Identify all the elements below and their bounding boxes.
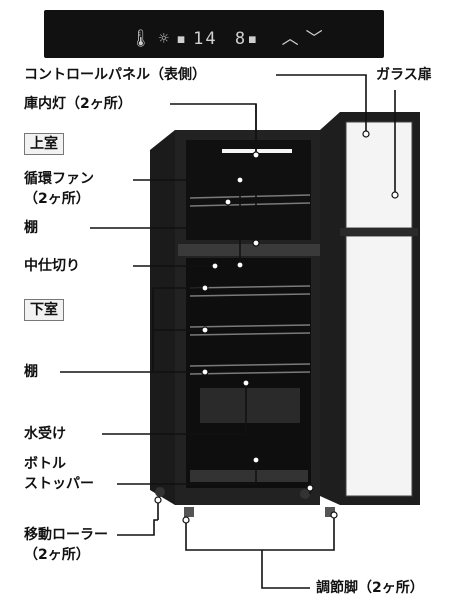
interior-light-1 [222,149,292,153]
drip-tray-base [190,470,308,482]
chevron-down-icon[interactable]: ﹀ [305,29,330,49]
label-rollers-line2: （2ヶ所） [24,547,90,563]
display-left-value: 14 [193,29,218,49]
door-crossbar [340,228,418,236]
label-drip-tray: 水受け [24,426,66,442]
unit-mark-icon: ▪ [175,29,194,49]
glass-door-pane-upper [345,121,413,229]
foot-left [184,507,194,517]
glass-door-pane-lower [345,235,413,497]
callout-dots [154,130,399,524]
shelves [189,194,311,375]
roller-left [155,487,165,497]
label-shelf-upper: 棚 [24,220,38,236]
thermometer-icon[interactable]: 🌡 [130,29,159,49]
divider-panel [178,244,320,256]
label-fan-line2: （2ヶ所） [24,191,90,207]
control-panel-display: 🌡☼▪14 8▪ ︿﹀ [44,10,384,58]
unit-mark-icon: ▪ [247,29,265,49]
label-divider: 中仕切り [24,258,80,274]
light-icon[interactable]: ☼ [158,29,176,49]
label-rollers-line1: 移動ローラー [24,527,108,543]
label-interior-light: 庫内灯（2ヶ所） [24,96,132,112]
panel-readout: 🌡☼▪14 8▪ ︿﹀ [130,24,330,49]
label-shelf-lower: 棚 [24,364,38,380]
label-lower-room: 下室 [24,299,64,321]
label-fan-line1: 循環ファン [24,171,94,187]
callout-lines [60,74,396,589]
chevron-up-icon[interactable]: ︿ [281,29,306,49]
upper-chamber [186,140,311,240]
bottle-stopper-area [200,388,300,423]
label-upper-room: 上室 [24,133,64,155]
label-glass-door: ガラス扉 [376,67,432,83]
foot-right [325,507,335,517]
label-stopper-line2: ストッパー [24,476,94,492]
label-feet: 調節脚（2ヶ所） [316,580,424,596]
label-control-panel: コントロールパネル（表側） [24,67,206,83]
label-stopper-line1: ボトル [24,456,66,472]
display-right-value: 8 [234,29,248,49]
roller-right [300,489,310,499]
